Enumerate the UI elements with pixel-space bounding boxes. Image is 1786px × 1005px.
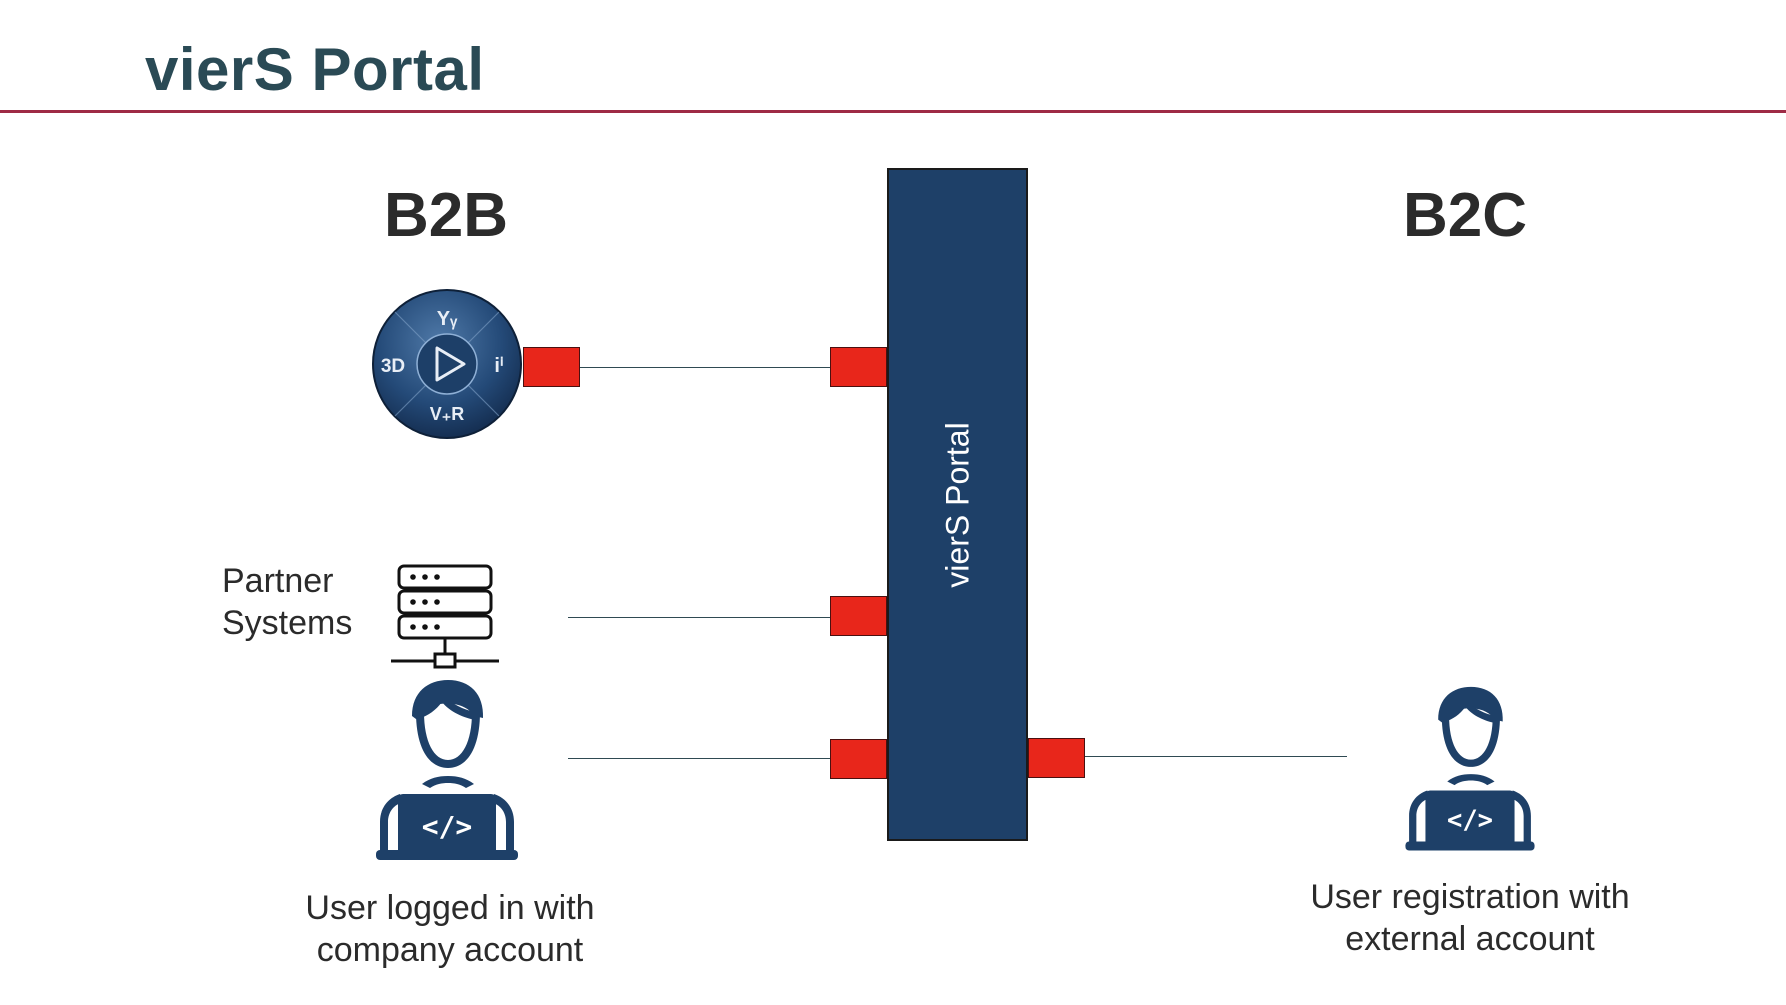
b2c-user-connector — [1085, 756, 1347, 757]
platform-connector — [580, 367, 830, 368]
partner-systems-label: Partner Systems — [222, 560, 352, 644]
svg-text:</>: </> — [422, 810, 473, 843]
title-divider — [0, 110, 1786, 113]
compass-top-label: Yᵧ — [437, 308, 458, 330]
platform-port-outer — [523, 347, 580, 387]
compass-left-label: 3D — [381, 356, 405, 377]
b2b-user-caption-line2: company account — [316, 931, 584, 969]
partner-systems-label-line1: Partner — [222, 562, 334, 600]
server-network-icon — [389, 562, 501, 670]
b2b-user-caption-line1: User logged in with — [305, 889, 595, 927]
b2c-user-caption-line2: external account — [1345, 920, 1595, 958]
b2b-user-connector — [568, 758, 830, 759]
portal-port-partner-systems — [830, 596, 887, 636]
viers-portal-bar: vierS Portal — [887, 168, 1028, 841]
b2b-user-caption: User logged in with company account — [270, 887, 630, 971]
b2c-section-label: B2C — [1402, 181, 1528, 250]
b2c-user-caption: User registration with external account — [1280, 876, 1660, 960]
b2b-section-label: B2B — [383, 181, 509, 250]
developer-laptop-icon: </> — [1400, 678, 1540, 854]
portal-port-b2c-user — [1028, 738, 1085, 778]
portal-port-platform — [830, 347, 887, 387]
portal-port-b2b-user — [830, 739, 887, 779]
partner-systems-label-line2: Systems — [222, 604, 353, 642]
viers-portal-bar-label: vierS Portal — [939, 421, 975, 588]
page-title: vierS Portal — [145, 36, 485, 103]
partner-systems-connector — [568, 617, 830, 618]
compass-right-label: iⁱ — [494, 355, 503, 377]
3dexperience-compass-icon: Yᵧ 3D iⁱ V₊R — [371, 288, 523, 440]
svg-text:</>: </> — [1447, 806, 1493, 836]
compass-bottom-label: V₊R — [430, 404, 465, 424]
b2c-user-caption-line1: User registration with — [1310, 878, 1630, 916]
developer-laptop-icon: </> — [370, 672, 524, 862]
